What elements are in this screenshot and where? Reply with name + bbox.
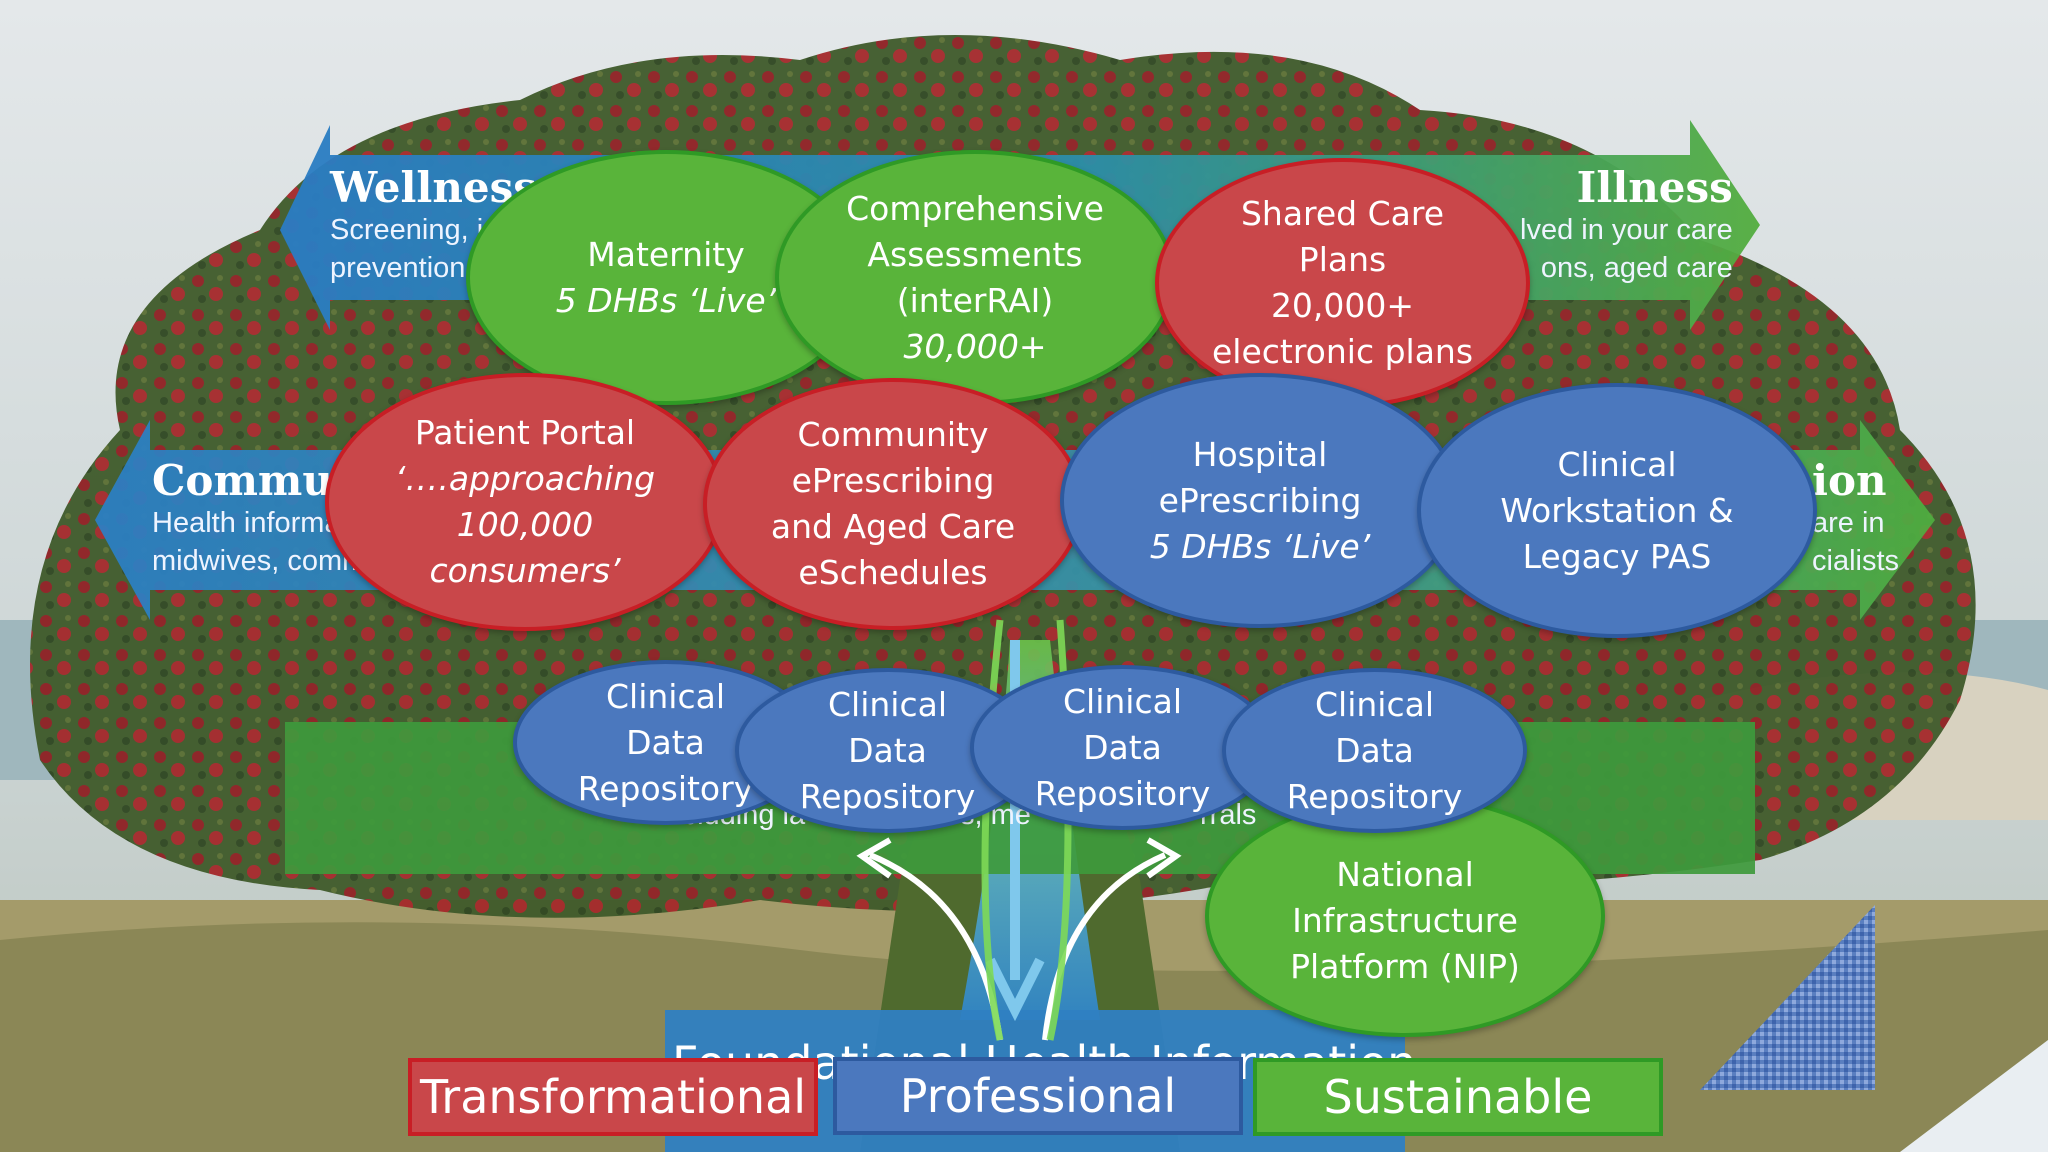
cdr3-line1: Clinical [1063, 681, 1182, 721]
community-eprescribing-line4: eSchedules [798, 553, 988, 592]
clinical-workstation-line3: Legacy PAS [1522, 536, 1712, 576]
hospital-eprescribing-bubble: Hospital ePrescribing 5 DHBs ‘Live’ [1060, 373, 1460, 628]
banner-wellness-line1: Screening, in [330, 214, 500, 246]
banner-right-mid-title: ion [1812, 456, 1887, 505]
clinical-data-repository-4: Clinical Data Repository [1222, 668, 1527, 833]
shared-care-line1: Shared Care [1240, 194, 1445, 233]
community-eprescribing-line1: Community [797, 415, 989, 454]
interrai-line2: Assessments [867, 234, 1083, 274]
shared-care-line4: electronic plans [1211, 332, 1474, 371]
nip-line2: Infrastructure [1292, 901, 1518, 940]
clinical-workstation-line2: Workstation & [1500, 490, 1734, 530]
interrai-line1: Comprehensive [846, 188, 1104, 228]
banner-right-mid-line2: cialists [1812, 545, 1900, 577]
cdr4-line2: Data [1335, 730, 1414, 770]
banner-right-mid-line1: are in [1812, 507, 1885, 539]
maternity-status: 5 DHBs ‘Live’ [555, 280, 777, 320]
banner-community-line2: midwives, comm [152, 545, 367, 577]
cdr2-line3: Repository [799, 776, 976, 816]
hospital-eprescribing-line1: Hospital [1192, 434, 1328, 474]
banner-community-title: Commu [152, 456, 333, 505]
cdr2-line2: Data [848, 730, 927, 770]
shared-care-count: 20,000+ [1270, 286, 1415, 325]
cdr1-line2: Data [626, 722, 705, 762]
clinical-workstation-line1: Clinical [1557, 444, 1677, 484]
cdr2-line1: Clinical [828, 684, 947, 724]
cdr1-line1: Clinical [606, 676, 725, 716]
interrai-line3: (interRAI) [896, 280, 1054, 320]
banner-illness: Illness lved in your care ons, aged care [1520, 165, 1733, 287]
interrai-count: 30,000+ [903, 326, 1047, 366]
cdr4-line3: Repository [1286, 776, 1463, 816]
maternity-title: Maternity [587, 234, 745, 274]
banner-illness-line2: ons, aged care [1540, 252, 1733, 284]
nip-bubble: National Infrastructure Platform (NIP) [1205, 795, 1605, 1037]
legend-sustainable: Sustainable [1253, 1058, 1663, 1136]
banner-right-mid: ion are in cialists [1812, 458, 1899, 580]
patient-portal-bubble: Patient Portal ‘….approaching 100,000 co… [325, 373, 725, 631]
hospital-eprescribing-status: 5 DHBs ‘Live’ [1149, 526, 1371, 566]
community-eprescribing-bubble: Community ePrescribing and Aged Care eSc… [703, 378, 1083, 630]
nip-line1: National [1336, 855, 1474, 894]
legend-professional: Professional [833, 1057, 1243, 1135]
banner-illness-title: Illness [1576, 163, 1733, 212]
legend-transformational: Transformational [408, 1058, 818, 1136]
community-eprescribing-line3: and Aged Care [770, 507, 1016, 546]
banner-community: Commu Health informa midwives, comm [152, 458, 366, 580]
shared-care-line2: Plans [1298, 240, 1387, 279]
cdr4-line1: Clinical [1315, 684, 1434, 724]
patient-portal-count: 100,000 [456, 505, 594, 544]
hospital-eprescribing-line2: ePrescribing [1158, 480, 1362, 520]
cdr3-line3: Repository [1034, 773, 1211, 813]
nip-line3: Platform (NIP) [1290, 947, 1520, 986]
interrai-bubble: Comprehensive Assessments (interRAI) 30,… [775, 150, 1175, 405]
patient-portal-line2: ‘….approaching [394, 459, 656, 498]
banner-wellness-line2: prevention [330, 252, 466, 284]
patient-portal-title: Patient Portal [414, 413, 636, 452]
shared-care-bubble: Shared Care Plans 20,000+ electronic pla… [1155, 158, 1530, 408]
community-eprescribing-line2: ePrescribing [791, 461, 995, 500]
patient-portal-line4: consumers’ [429, 551, 621, 590]
banner-illness-line1: lved in your care [1520, 214, 1733, 246]
cdr1-line3: Repository [577, 768, 754, 808]
clinical-workstation-bubble: Clinical Workstation & Legacy PAS [1417, 383, 1817, 638]
banner-community-line1: Health informa [152, 507, 341, 539]
cdr3-line2: Data [1083, 727, 1162, 767]
